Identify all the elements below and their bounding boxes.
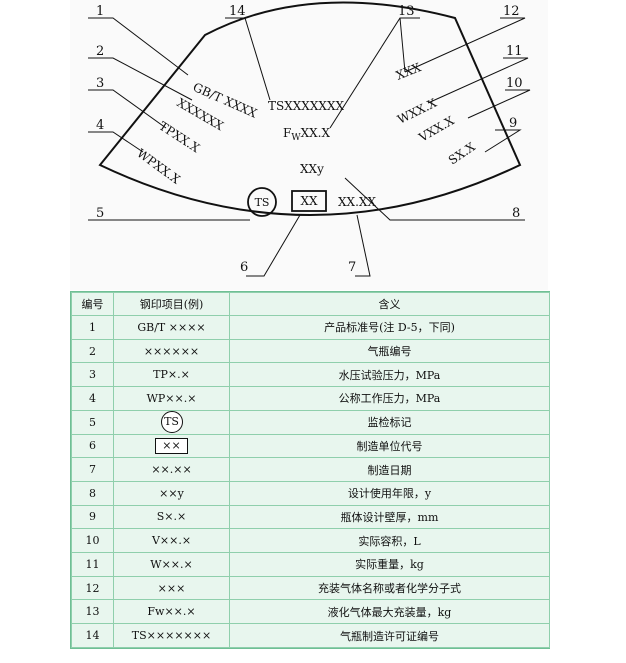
row-stamp-item: W××.×: [113, 552, 230, 577]
row-number: 8: [71, 480, 114, 506]
row-meaning: 设计使用年限，y: [229, 480, 550, 506]
row-meaning: 监检标记: [229, 409, 550, 435]
row-number: 7: [71, 457, 114, 482]
row-number: 9: [71, 504, 114, 530]
row-meaning: 制造日期: [229, 457, 550, 482]
row-meaning: 实际容积，L: [229, 528, 550, 554]
table-row: 6 ×× 制造单位代号: [71, 433, 550, 459]
table-header-row: 编号 钢印项目(例) 含义: [71, 292, 550, 316]
callout-8: 8: [512, 206, 520, 221]
callout-7: 7: [348, 260, 356, 275]
callout-14: 14: [229, 4, 246, 19]
row-meaning: 液化气体最大充装量，kg: [229, 599, 550, 625]
row-stamp-item: ×××: [113, 575, 230, 601]
header-number: 编号: [71, 292, 114, 316]
callout-13: 13: [398, 4, 415, 19]
leader-lines: [88, 17, 531, 277]
row-stamp-item: ××.××: [113, 457, 230, 482]
row-number: 1: [71, 315, 114, 340]
row-stamp-item: TP×.×: [113, 362, 230, 388]
row-number: 4: [71, 386, 114, 411]
row-number: 3: [71, 362, 114, 388]
row-stamp-item: ××y: [113, 480, 230, 506]
row-number: 2: [71, 338, 114, 364]
mark-fw: FWXX.X: [283, 126, 330, 143]
row-number: 10: [71, 528, 114, 554]
row-stamp-item: TS: [113, 409, 230, 435]
table-row: 7××.××制造日期: [71, 457, 550, 482]
row-meaning: 水压试验压力，MPa: [229, 362, 550, 388]
row-stamp-item: Fw××.×: [113, 599, 230, 625]
row-number: 13: [71, 599, 114, 625]
ts-circle-label: TS: [255, 196, 270, 209]
row-stamp-item: V××.×: [113, 528, 230, 554]
row-meaning: 瓶体设计壁厚，mm: [229, 504, 550, 530]
callout-11: 11: [506, 44, 523, 59]
callout-2: 2: [96, 44, 104, 59]
table-row: 5 TS 监检标记: [71, 409, 550, 435]
callout-6: 6: [240, 260, 248, 275]
diagram-background: [70, 0, 548, 290]
row-meaning: 制造单位代号: [229, 433, 550, 459]
callout-4: 4: [96, 118, 104, 133]
row-stamp-item: S×.×: [113, 504, 230, 530]
row-meaning: 气瓶编号: [229, 338, 550, 364]
mark-ts-code: TSXXXXXXX: [268, 99, 344, 113]
maker-box-label: XX: [300, 194, 318, 208]
row-stamp-item: GB/T ××××: [113, 315, 230, 340]
header-stamp-item: 钢印项目(例): [113, 292, 230, 316]
mark-date: XX.XX: [338, 195, 376, 209]
circled-mark: TS: [160, 411, 183, 434]
row-meaning: 公称工作压力，MPa: [229, 386, 550, 411]
callout-1: 1: [96, 4, 104, 19]
row-number: 12: [71, 575, 114, 601]
row-number: 5: [71, 409, 114, 435]
header-meaning: 含义: [229, 292, 550, 316]
row-number: 14: [71, 623, 114, 648]
row-meaning: 气瓶制造许可证编号: [229, 623, 550, 648]
row-number: 6: [71, 433, 114, 459]
row-meaning: 产品标准号(注 D-5，下同): [229, 315, 550, 340]
ts-circle-mark: [247, 187, 277, 217]
callout-9: 9: [509, 116, 517, 131]
row-stamp-item: ××××××: [113, 338, 230, 364]
row-meaning: 充装气体名称或者化学分子式: [229, 575, 550, 601]
row-number: 11: [71, 552, 114, 577]
callout-3: 3: [96, 76, 104, 91]
row-meaning: 实际重量，kg: [229, 552, 550, 577]
row-stamp-item: WP××.×: [113, 386, 230, 411]
maker-box: [291, 190, 327, 212]
stamp-sector-outline: [98, 1, 522, 216]
callout-10: 10: [506, 76, 523, 91]
row-stamp-item: ××: [113, 433, 230, 459]
mark-years: XXy: [300, 162, 324, 176]
stamp-diagram: 1 2 3 4 5 6 7 8 9 10 11 12 13 14 GB/T XX…: [70, 0, 548, 290]
row-stamp-item: TS×××××××: [113, 623, 230, 648]
table-row: 2××××××气瓶编号: [71, 338, 550, 364]
table-row: 12×××充装气体名称或者化学分子式: [71, 575, 550, 601]
callout-12: 12: [503, 4, 520, 19]
boxed-mark: ××: [155, 437, 188, 454]
callout-5: 5: [96, 206, 104, 221]
